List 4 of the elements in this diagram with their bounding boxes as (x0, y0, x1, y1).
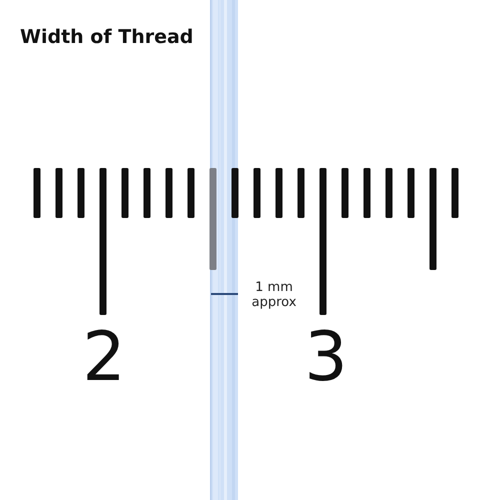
scale-number: 2 (81, 318, 127, 398)
scale-number: 3 (303, 318, 349, 398)
title: Width of Thread (20, 26, 194, 48)
dimension-label: 1 mm approx (250, 280, 298, 310)
